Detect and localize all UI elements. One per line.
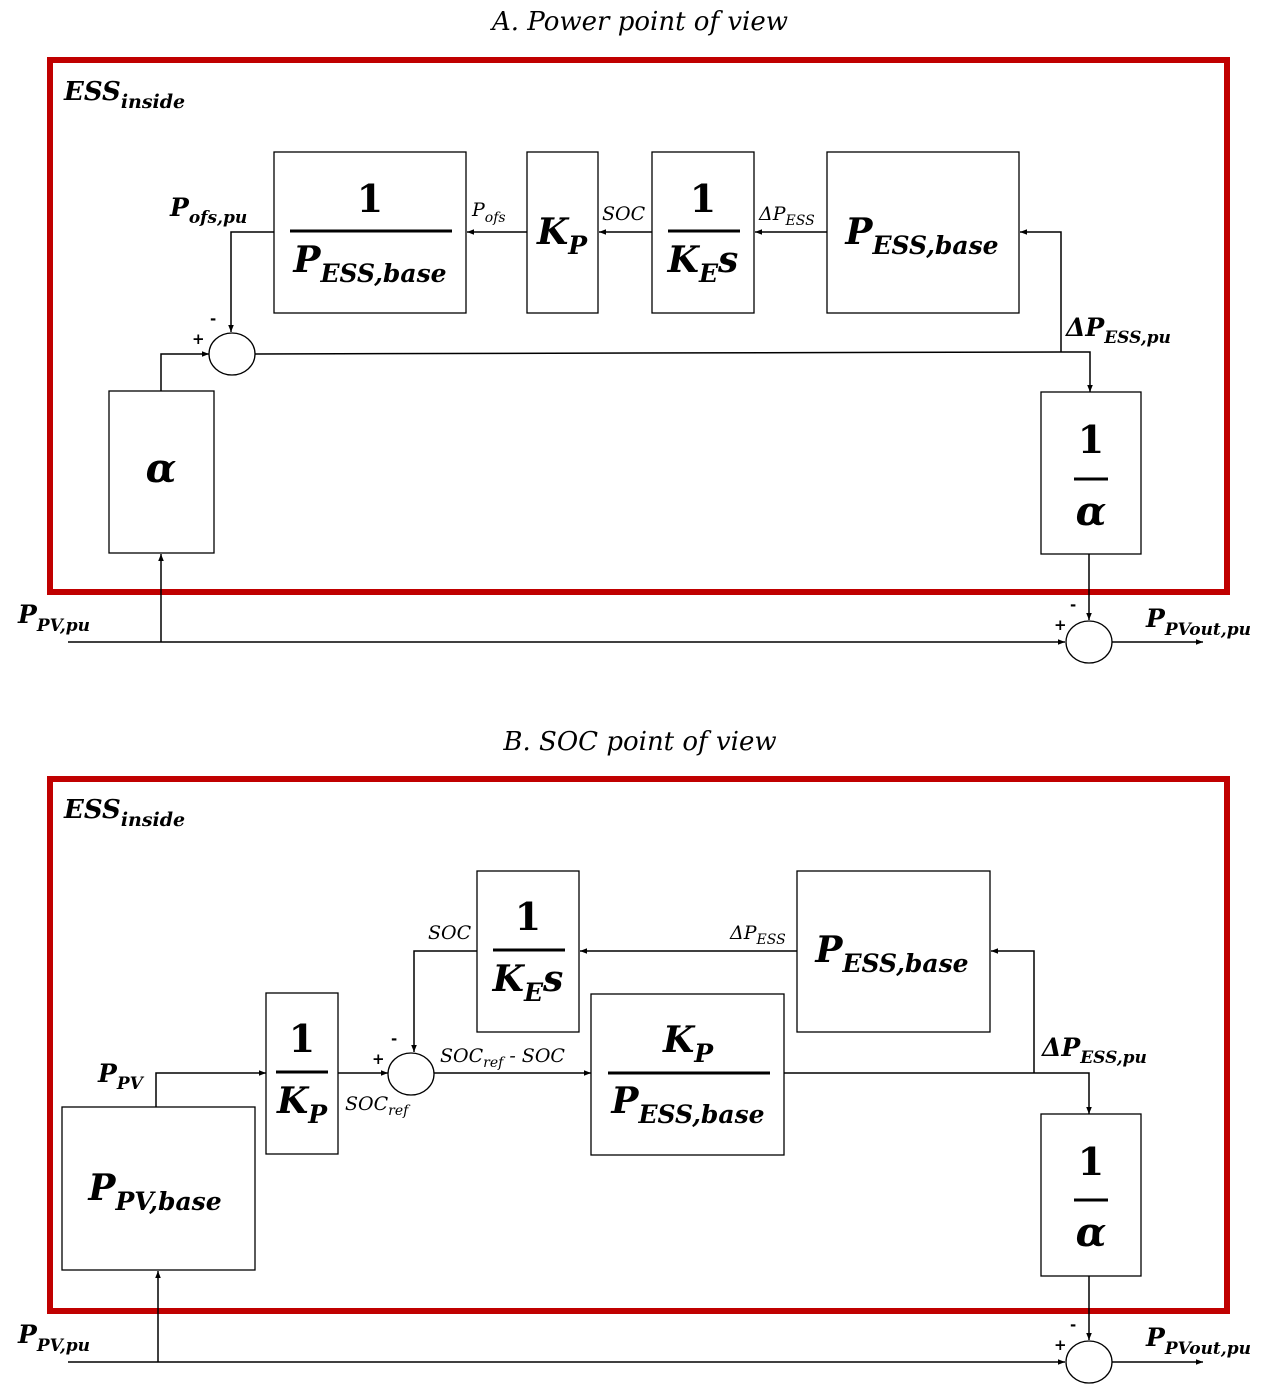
kp-block-a: KP [526,151,599,314]
svg-text:KP: KP [536,211,588,260]
inverse-kes-block-a: 1 KEs [651,151,755,314]
pess-block-b: PESS,base [796,870,991,1033]
panel-b: B. SOC point of view ESSinside + - + - [17,727,1251,1384]
sum-junction-b2 [1065,1340,1113,1384]
svg-text:KEs: KEs [492,958,564,1007]
delta-pess-pu-label-a: ΔPESS,pu [1064,313,1171,348]
soc-label-a: SOC [602,203,646,225]
svg-text:1: 1 [690,176,716,221]
sum-junction-a1 [208,332,256,376]
delta-pess-label-b: ΔPESS [729,922,786,948]
output-label-a: PPVout,pu [1145,604,1251,640]
sign-minus-b2: - [1070,1316,1076,1334]
svg-text:PESS,base: PESS,base [814,929,968,978]
panel-a: A. Power point of view ESSinside [17,7,1251,664]
panel-a-title: A. Power point of view [490,7,788,37]
svg-text:α: α [1076,1209,1107,1256]
svg-text:1: 1 [289,1016,315,1061]
svg-text:PESS,base: PESS,base [844,211,998,260]
svg-text:1: 1 [1078,1139,1104,1184]
svg-text:KEs: KEs [667,239,739,288]
output-label-b: PPVout,pu [1145,1323,1251,1359]
sum-junction-a2 [1065,620,1113,664]
svg-text:KP: KP [662,1019,714,1068]
pofs-label: Pofs [471,199,506,226]
svg-text:1: 1 [1078,417,1104,462]
panel-b-title: B. SOC point of view [502,727,776,757]
svg-text:1: 1 [515,894,541,939]
wires-a [68,229,1203,645]
ess-inside-frame-b [47,776,1230,1314]
input-label-a: PPV,pu [17,600,90,636]
inverse-alpha-block-b: 1 α [1040,1113,1142,1277]
sign-plus-b2: + [1054,1336,1067,1354]
sign-minus-b1: - [391,1030,397,1048]
pofs-pu-label: Pofs,pu [169,193,247,228]
delta-pess-pu-label-b: ΔPESS,pu [1040,1033,1147,1068]
svg-text:α: α [146,445,177,492]
ppv-base-block: PPV,base [61,1106,256,1271]
sign-plus-b1: + [372,1050,385,1068]
sign-minus-a1: - [210,310,216,328]
svg-text:1: 1 [357,176,383,221]
soc-error-label: SOCref - SOC [440,1045,565,1071]
sign-plus-a1: + [192,330,205,348]
svg-text:PESS,base: PESS,base [610,1080,764,1129]
svg-text:KP: KP [276,1080,328,1129]
alpha-block: α [108,390,215,554]
sign-minus-a2: - [1070,596,1076,614]
wires-b [68,948,1203,1365]
delta-pess-label-a: ΔPESS [758,203,815,229]
soc-label-b: SOC [428,922,472,944]
inverse-kp-block-b: 1 KP [265,992,339,1155]
inverse-alpha-block-a: 1 α [1040,391,1142,555]
svg-text:PPV,base: PPV,base [87,1167,221,1216]
input-label-b: PPV,pu [17,1320,90,1356]
svg-text:α: α [1076,488,1107,535]
inverse-kes-block-b: 1 KEs [476,870,580,1033]
pess-block-a: PESS,base [826,151,1020,314]
ess-inside-label-b: ESSinside [63,795,185,831]
sum-junction-b1 [387,1052,435,1096]
svg-text:PESS,base: PESS,base [292,239,446,288]
soc-ref-label: SOCref [345,1093,411,1119]
ppv-label: PPV [97,1059,145,1094]
ess-inside-label-a: ESSinside [63,77,185,113]
inverse-pess-block-a: 1 PESS,base [273,151,467,314]
kp-over-pess-block: KP PESS,base [590,993,785,1156]
sign-plus-a2: + [1054,616,1067,634]
ess-inside-frame-a [47,57,1230,595]
